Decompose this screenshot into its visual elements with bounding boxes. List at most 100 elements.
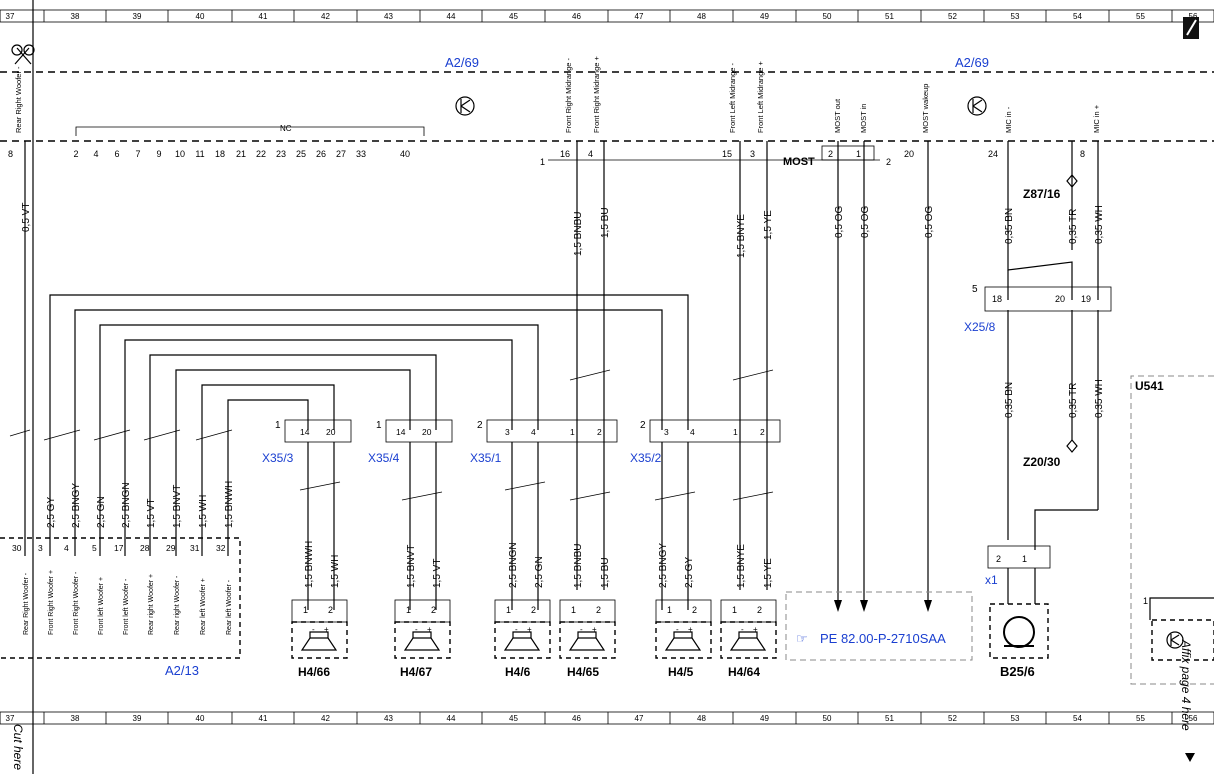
a2-13-pin-label: Rear left Woofer - bbox=[226, 579, 233, 635]
pin-8-left: 8 bbox=[8, 149, 13, 159]
svg-text:1: 1 bbox=[571, 605, 576, 615]
svg-text:-: - bbox=[415, 625, 418, 634]
grid-column-number: 37 bbox=[6, 714, 15, 723]
pin-label-rear-right-woofer: Rear Right Woofer - bbox=[14, 66, 23, 133]
grid-column-number: 44 bbox=[447, 12, 456, 21]
wire-label-ye-top: 1,5 YE bbox=[763, 210, 774, 240]
grid-column-number: 56 bbox=[1189, 714, 1198, 723]
wire-label-h465-b: 1,5 BU bbox=[600, 557, 611, 588]
a2-13-pin: 30 bbox=[12, 543, 22, 553]
a2-13-pin-label: Front Right Woofer - bbox=[73, 571, 80, 635]
grid-column-number: 46 bbox=[572, 714, 581, 723]
grid-column-number: 43 bbox=[384, 12, 393, 21]
svg-text:1: 1 bbox=[406, 605, 411, 615]
svg-text:+: + bbox=[324, 625, 329, 634]
wire-label-h465-a: 1,5 BNBU bbox=[573, 544, 584, 588]
grid-column-number: 52 bbox=[948, 12, 957, 21]
grid-column-number: 51 bbox=[885, 12, 894, 21]
grid-column-number: 42 bbox=[321, 714, 330, 723]
grid-column-number: 43 bbox=[384, 714, 393, 723]
svg-text:2: 2 bbox=[596, 605, 601, 615]
svg-text:2: 2 bbox=[996, 554, 1001, 564]
nc-pin: 10 bbox=[175, 149, 185, 159]
pin-label-most-wakeup: MOST wakeup bbox=[921, 84, 930, 133]
svg-text:+: + bbox=[688, 625, 693, 634]
reference-box: ☞ PE 82.00-P-2710SAA bbox=[785, 591, 973, 661]
svg-text:Z87/16: Z87/16 bbox=[1023, 187, 1061, 201]
nc-bracket: NC bbox=[75, 124, 425, 136]
wire-label-og-3: 0,5 OG bbox=[924, 206, 935, 238]
wire-label-bnvt: 1,5 BNVT bbox=[172, 485, 183, 528]
wire-label-gy: 2,5 GY bbox=[46, 497, 57, 528]
wire-label-bn-top: 0,35 BN bbox=[1004, 208, 1015, 244]
wire-label-h45-a: 2,5 BNGY bbox=[658, 543, 669, 588]
grid-column-number: 46 bbox=[572, 12, 581, 21]
a2-13-pin-label: Rear right Woofer + bbox=[148, 574, 155, 635]
speaker-label: H4/66 bbox=[298, 665, 330, 679]
svg-text:+: + bbox=[753, 625, 758, 634]
wire-label-og-1: 0,5 OG bbox=[834, 206, 845, 238]
connector-pin: 14 bbox=[396, 427, 406, 437]
a2-13-pin-label: Rear Right Woofer - bbox=[23, 572, 30, 635]
speaker-label: H4/5 bbox=[668, 665, 694, 679]
connector-pin: 4 bbox=[531, 427, 536, 437]
pin-2-most: 2 bbox=[828, 149, 833, 159]
svg-text:2: 2 bbox=[757, 605, 762, 615]
pin-label-mic-in-minus: MIC in - bbox=[1004, 106, 1013, 133]
microphone-b25-6: B25/6 bbox=[989, 603, 1049, 679]
grid-column-number: 53 bbox=[1011, 12, 1020, 21]
wire-label-h46-b: 2,5 GN bbox=[534, 556, 545, 588]
svg-text:-: - bbox=[580, 625, 583, 634]
grid-column-number: 49 bbox=[760, 12, 769, 21]
grid-column-number: 53 bbox=[1011, 714, 1020, 723]
svg-text:5: 5 bbox=[972, 284, 978, 295]
nc-pin: 25 bbox=[296, 149, 306, 159]
wire-label-h467-a: 1,5 BNVT bbox=[406, 545, 417, 588]
svg-text:2: 2 bbox=[692, 605, 697, 615]
svg-text:-: - bbox=[676, 625, 679, 634]
scissors-icon bbox=[11, 44, 35, 65]
wire-label-bu-top: 1,5 BU bbox=[600, 207, 611, 238]
connector-side: 1 bbox=[376, 420, 382, 431]
a2-13-pin-label: Rear right Woofer - bbox=[174, 575, 181, 635]
pin-1-most: 1 bbox=[856, 149, 861, 159]
pin-label-mic-in-plus: MIC in + bbox=[1092, 104, 1101, 133]
page-marker-icon bbox=[1183, 17, 1199, 39]
a2-13-pin: 3 bbox=[38, 543, 43, 553]
speaker-label: H4/64 bbox=[728, 665, 760, 679]
wire-label-wh-top: 0,35 WH bbox=[1094, 205, 1105, 244]
connector-label: X35/1 bbox=[470, 451, 502, 465]
svg-text:B25/6: B25/6 bbox=[1000, 664, 1035, 679]
wire-label-vt: 0,5 VT bbox=[21, 203, 32, 232]
a2-13-pin: 31 bbox=[190, 543, 200, 553]
svg-text:20: 20 bbox=[1055, 294, 1065, 304]
affix-page-text: Affix page 4 here bbox=[1179, 639, 1193, 731]
a2-13-pin-label: Front left Woofer + bbox=[98, 577, 105, 635]
top-wires bbox=[24, 141, 1099, 600]
grid-column-number: 54 bbox=[1073, 714, 1082, 723]
svg-text:-: - bbox=[515, 625, 518, 634]
a2-13-pin: 32 bbox=[216, 543, 226, 553]
nc-pin: 33 bbox=[356, 149, 366, 159]
connector-pin: 20 bbox=[326, 427, 336, 437]
microphone-icon bbox=[1003, 616, 1035, 648]
woofer-wires bbox=[49, 294, 689, 540]
wire-label-h464-a: 1,5 BNYE bbox=[736, 544, 747, 588]
svg-text:1: 1 bbox=[1022, 554, 1027, 564]
pin-label-front-left-midrange-minus: Front Left Midrange - bbox=[728, 62, 737, 133]
reference-text: PE 82.00-P-2710SAA bbox=[820, 631, 946, 646]
wire-label-bn-mid: 0,35 BN bbox=[1004, 382, 1015, 418]
connector-side: 2 bbox=[477, 420, 483, 431]
connector-side-1: 1 bbox=[540, 157, 545, 167]
connector-pin: 1 bbox=[733, 427, 738, 437]
svg-text:Z20/30: Z20/30 bbox=[1023, 455, 1061, 469]
pin-8-right: 8 bbox=[1080, 149, 1085, 159]
splice-z87-16: Z87/16 bbox=[1023, 174, 1078, 201]
wire-label-tr-mid: 0,35 TR bbox=[1068, 383, 1079, 418]
